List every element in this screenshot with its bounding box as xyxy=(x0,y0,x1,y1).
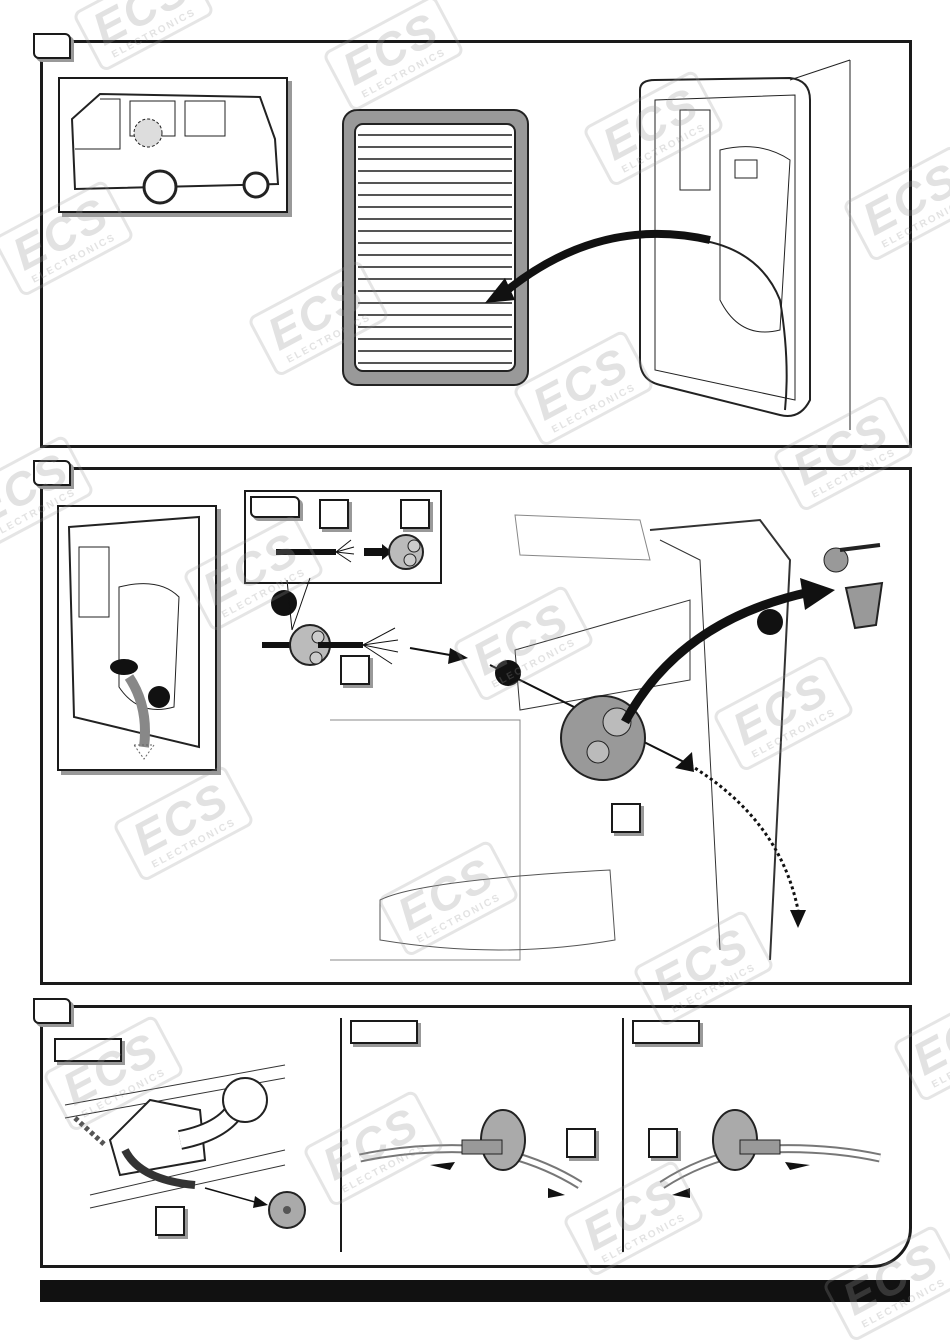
step-number-box-3 xyxy=(33,998,71,1024)
label-box-a xyxy=(319,499,349,529)
label-box-option-1 xyxy=(350,1020,418,1044)
step-bullet-1 xyxy=(271,590,297,616)
footer-bar xyxy=(40,1280,910,1302)
label-box-option-2 xyxy=(632,1020,700,1044)
panel1-illustration xyxy=(342,59,851,430)
label-box-socket xyxy=(155,1206,185,1236)
label-box-option-1-part xyxy=(566,1128,596,1158)
panel2-illustration xyxy=(262,514,884,961)
step-number-box-2 xyxy=(33,460,71,486)
label-box-c xyxy=(340,655,370,685)
van-overview-thumbnail xyxy=(58,77,288,213)
label-box-towbar xyxy=(54,1038,122,1062)
label-box-inset xyxy=(250,496,300,518)
step-number-box-1 xyxy=(33,33,71,59)
panel3-divider-1 xyxy=(340,1018,342,1252)
panel3-divider-2 xyxy=(622,1018,624,1252)
panel3-illustration xyxy=(64,1064,881,1229)
van-illustration xyxy=(70,92,280,205)
light-cavity-thumbnail xyxy=(57,505,217,771)
label-box-option-2-part xyxy=(648,1128,678,1158)
cable-to-gasket-illustration xyxy=(276,534,424,570)
light-cavity-illustration xyxy=(67,515,200,760)
label-box-b xyxy=(400,499,430,529)
label-box-d xyxy=(611,803,641,833)
